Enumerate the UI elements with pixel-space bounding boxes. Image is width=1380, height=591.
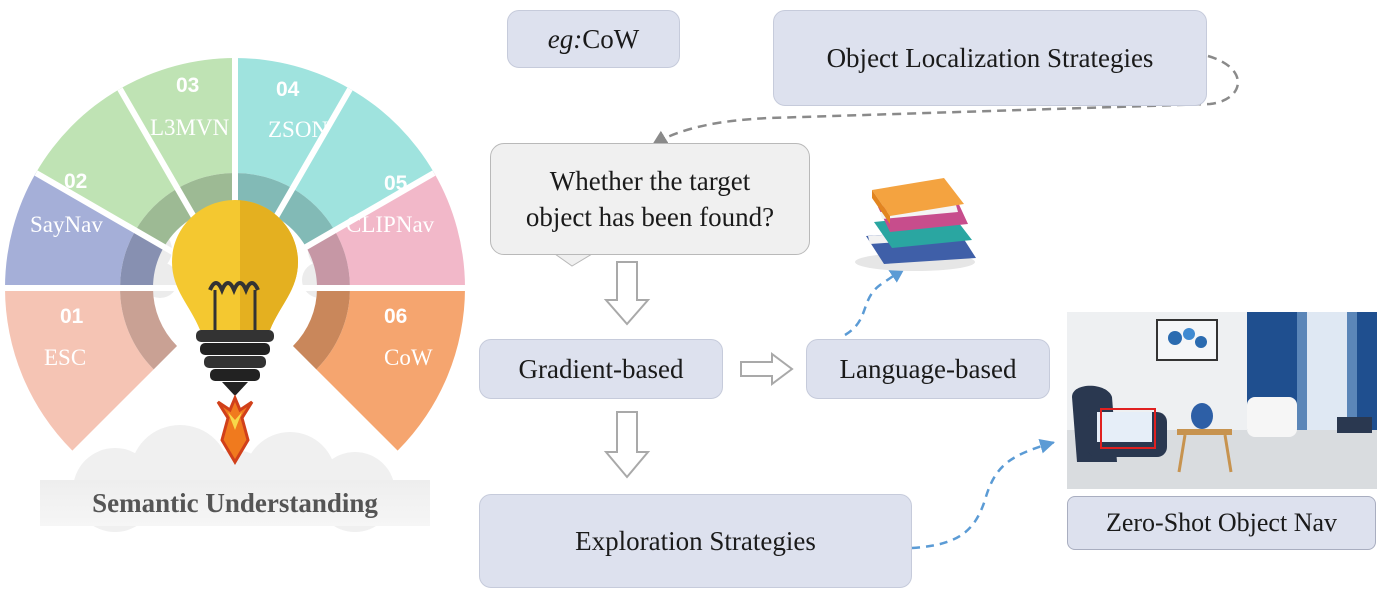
example-name: CoW	[582, 23, 640, 54]
segment-03-number: 03	[176, 74, 200, 97]
language-based-box: Language-based	[806, 339, 1050, 399]
segment-01-rim	[120, 288, 178, 370]
segment-06-rim	[292, 288, 350, 370]
segment-04-rim	[235, 173, 335, 247]
example-box: eg:CoW	[507, 10, 680, 68]
object-localization-box: Object Localization Strategies	[773, 10, 1207, 106]
segment-06-number: 06	[384, 305, 408, 328]
semantic-understanding-title: Semantic Understanding	[40, 480, 430, 526]
segment-04-number: 04	[276, 78, 300, 101]
down-arrow-2	[603, 411, 651, 479]
segment-06-name: CoW	[384, 345, 433, 370]
target-found-question: Whether the target object has been found…	[525, 166, 775, 232]
segment-01-number: 01	[60, 305, 84, 328]
right-arrow	[740, 352, 794, 386]
segment-02-number: 02	[64, 170, 88, 193]
books-stack-icon	[855, 178, 976, 271]
living-room-scene-image	[1067, 312, 1377, 489]
target-found-question-box: Whether the target object has been found…	[490, 143, 810, 255]
language-to-books-connector	[844, 266, 906, 337]
segment-03-rim	[135, 173, 235, 247]
segment-05-rim	[306, 230, 350, 288]
lightbulb-rocket-icon	[172, 200, 298, 465]
down-arrow-1	[603, 261, 651, 326]
segment-01-name: ESC	[44, 345, 87, 370]
exploration-to-scene-connector	[911, 438, 1056, 550]
speech-bubble-tail	[553, 253, 594, 267]
zero-shot-object-nav-caption: Zero-Shot Object Nav	[1067, 496, 1376, 550]
segment-06-shape	[316, 288, 465, 451]
example-prefix: eg	[547, 23, 574, 54]
segment-03-name: L3MVN	[150, 115, 230, 140]
segment-05-number: 05	[384, 172, 408, 195]
exploration-strategies-box: Exploration Strategies	[479, 494, 912, 588]
segment-05-name: CLIPNav	[346, 212, 435, 237]
segment-04-name: ZSON	[268, 117, 329, 142]
segment-02-rim	[120, 230, 164, 288]
segment-02-shape	[5, 173, 136, 288]
localization-to-question-connector	[651, 54, 1239, 147]
segment-01-shape	[5, 288, 154, 451]
segment-02-name: SayNav	[30, 212, 103, 237]
segment-04-shape	[235, 58, 435, 231]
segment-05-shape	[334, 173, 465, 288]
segment-03-shape	[35, 58, 236, 231]
example-separator: :	[573, 23, 583, 54]
gradient-based-box: Gradient-based	[479, 339, 723, 399]
